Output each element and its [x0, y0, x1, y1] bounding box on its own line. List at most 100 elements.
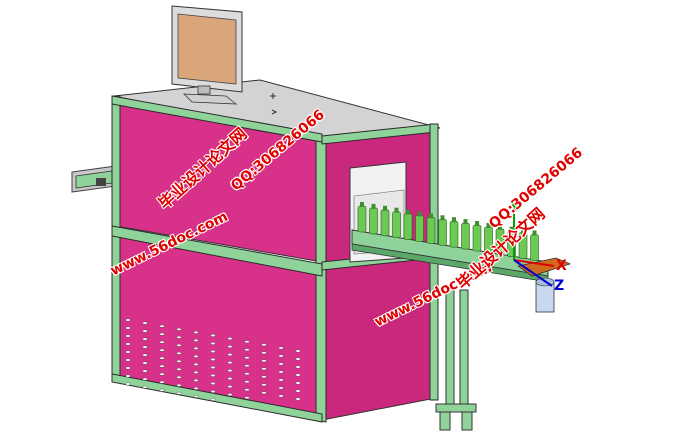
vent-hole [295, 365, 301, 369]
monitor [171, 5, 243, 105]
vent-hole [261, 359, 267, 363]
vent-hole [244, 396, 250, 400]
vent-hole [278, 394, 284, 398]
vent-hole [142, 361, 148, 365]
vent-hole [176, 351, 182, 355]
vent-hole [176, 367, 182, 371]
vent-hole [142, 345, 148, 349]
vent-hole [210, 366, 216, 369]
vent-hole [125, 342, 131, 346]
vent-hole [142, 385, 148, 389]
bottle-cap [463, 219, 468, 225]
vent-hole [159, 348, 165, 352]
vent-hole [227, 369, 233, 372]
vent-hole [261, 375, 267, 379]
vent-hole [227, 345, 233, 348]
bottle-cap [360, 202, 364, 207]
axis-x-label: X [556, 258, 567, 274]
vent-hole [295, 381, 301, 385]
vent-hole [125, 334, 131, 338]
bottle-cap [521, 228, 525, 234]
vent-hole [244, 364, 250, 368]
vent-hole [176, 391, 182, 395]
vent-hole [193, 378, 199, 382]
vent-hole [193, 354, 199, 358]
vent-hole [142, 337, 148, 341]
vent-hole [176, 359, 182, 363]
vent-hole [193, 394, 199, 398]
bottle-cap [498, 224, 502, 230]
vent-hole [227, 361, 233, 364]
bottle [438, 219, 447, 246]
vent-hole [176, 327, 182, 331]
bottle [357, 205, 367, 233]
vent-hole [278, 386, 284, 390]
vent-hole [278, 378, 284, 382]
vent-hole [244, 372, 250, 376]
vent-hole [295, 389, 301, 393]
bottle-cap [406, 209, 410, 215]
vent-hole [176, 383, 182, 387]
vent-hole [210, 398, 216, 401]
vent-hole [227, 337, 233, 340]
conveyor-stand [435, 285, 477, 431]
bottle-cap [440, 215, 445, 221]
vent-hole [159, 332, 165, 336]
bottle-cap [475, 221, 479, 226]
vent-hole [193, 370, 199, 374]
vent-hole [159, 364, 165, 368]
bottle-cap [371, 203, 376, 209]
vent-hole [278, 362, 284, 366]
bottle-cap [452, 217, 456, 223]
vent-hole [193, 362, 199, 366]
vent-hole [159, 356, 165, 360]
axis-y-label: Y [510, 200, 521, 216]
bottle-cap [383, 205, 387, 211]
vent-hole [244, 348, 250, 352]
bottle [426, 217, 436, 244]
vent-hole [142, 329, 148, 333]
vent-hole [244, 356, 250, 360]
bottle [415, 215, 424, 242]
vent-hole [125, 318, 131, 322]
vent-hole [244, 340, 250, 344]
vent-holes [125, 318, 301, 401]
bottle [403, 213, 413, 240]
bottle-cap [532, 230, 537, 236]
vent-hole [193, 338, 199, 342]
vent-hole [159, 324, 165, 328]
vent-hole [159, 372, 165, 376]
vent-hole [176, 375, 182, 379]
vent-hole [142, 321, 148, 325]
vent-hole [125, 374, 131, 378]
bottle [392, 211, 401, 238]
vent-hole [142, 369, 148, 373]
vent-hole [261, 343, 267, 347]
vent-hole [193, 330, 199, 334]
vent-hole [210, 350, 216, 353]
vent-hole [295, 397, 301, 401]
bottle [472, 224, 482, 252]
vent-hole [125, 382, 131, 386]
vent-hole [210, 374, 216, 377]
vent-hole [210, 382, 216, 385]
vent-hole [159, 380, 165, 384]
vent-hole [261, 351, 267, 355]
vent-hole [125, 366, 131, 370]
bottles [357, 202, 539, 261]
vent-hole [278, 346, 284, 350]
bottle [530, 234, 539, 261]
left-conveyor [71, 165, 117, 193]
bottle-cap [486, 222, 491, 228]
vent-hole [210, 358, 216, 361]
vent-hole [278, 354, 284, 358]
bottle [380, 209, 390, 237]
vent-hole [176, 335, 182, 339]
vent-hole [244, 380, 250, 384]
vent-hole [142, 353, 148, 357]
bottle [461, 222, 470, 250]
vent-hole [176, 343, 182, 347]
vent-hole [261, 383, 267, 387]
